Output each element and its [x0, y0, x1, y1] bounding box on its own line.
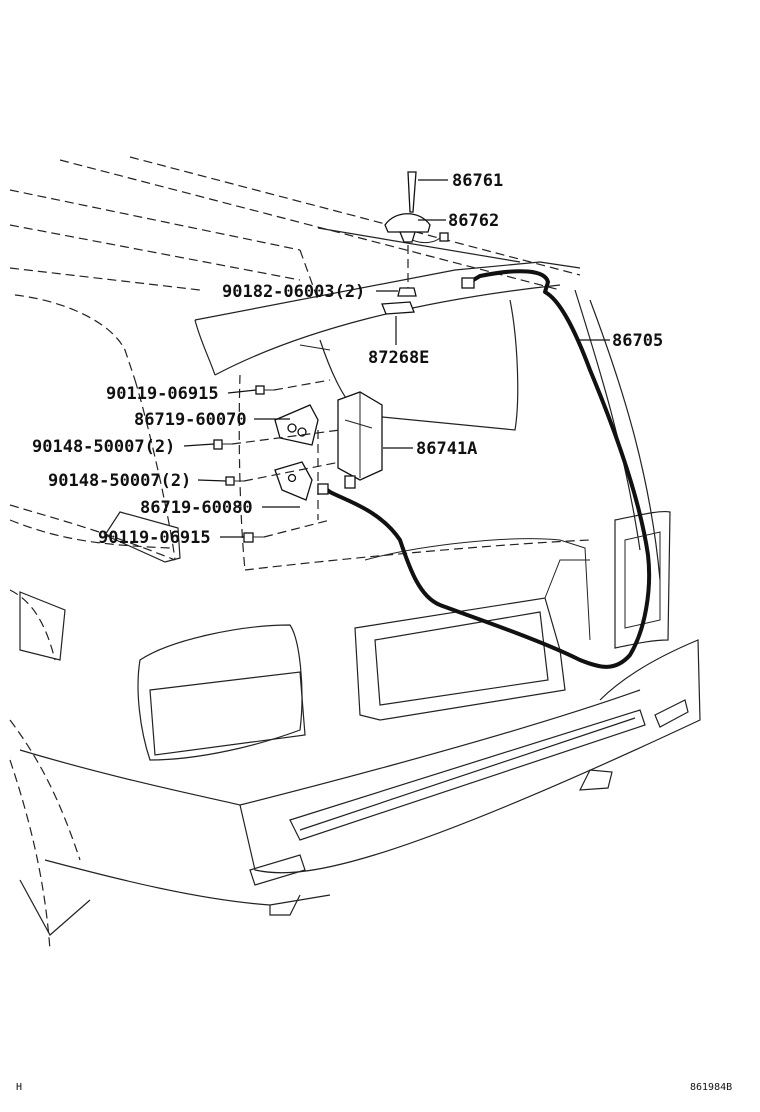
label-bolt-upper: 90119-06915	[106, 384, 219, 404]
label-amplifier: 86741A	[416, 439, 477, 459]
amplifier-module	[337, 391, 383, 489]
label-bolt-lower: 90119-06915	[98, 528, 211, 548]
label-bracket: 87268E	[368, 348, 429, 368]
assembly-axis-3	[243, 461, 341, 482]
bolt-lower	[243, 532, 264, 543]
bracket-lower	[274, 461, 313, 501]
mount-bracket	[381, 301, 415, 315]
label-screw-a: 90148-50007(2)	[32, 437, 175, 457]
vehicle-body-outline	[9, 156, 701, 951]
assembly-axis-2	[231, 429, 341, 445]
assembly-axis-1	[273, 379, 331, 391]
label-nut: 90182-06003(2)	[222, 282, 365, 302]
label-bracket-lower: 86719-60080	[140, 498, 253, 518]
corner-mark-left: H	[16, 1082, 22, 1093]
label-bracket-upper: 86719-60070	[134, 410, 247, 430]
label-cable: 86705	[612, 331, 663, 351]
nut	[397, 287, 417, 297]
screw-b	[225, 476, 244, 486]
leader-lines	[183, 179, 610, 538]
antenna-base	[384, 213, 449, 244]
bolt-upper	[255, 385, 274, 395]
antenna-rod	[407, 171, 417, 213]
label-antenna-rod: 86761	[452, 171, 503, 191]
figure-code: 861984B	[690, 1082, 732, 1093]
label-antenna-base: 86762	[448, 211, 499, 231]
bracket-upper	[274, 404, 319, 446]
assembly-axis-4	[263, 519, 331, 538]
screw-a	[213, 439, 232, 450]
antenna-cable	[317, 269, 652, 669]
label-screw-b: 90148-50007(2)	[48, 471, 191, 491]
